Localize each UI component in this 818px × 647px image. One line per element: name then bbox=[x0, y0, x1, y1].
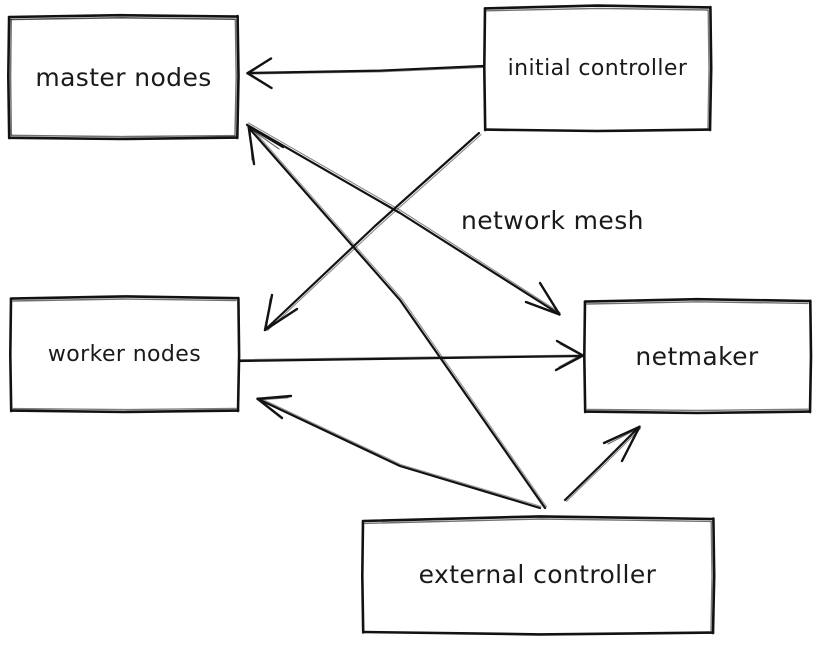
box-netmaker[interactable] bbox=[583, 297, 813, 415]
edge-initial-controller-to-master-nodes bbox=[246, 57, 485, 90]
node-netmaker[interactable]: netmaker bbox=[584, 300, 810, 412]
edge-external-controller-to-worker-nodes bbox=[256, 394, 542, 510]
node-label-initial-controller: initial controller bbox=[507, 55, 688, 81]
edge-initial-controller-to-worker-nodes bbox=[263, 131, 482, 332]
box-master-nodes[interactable] bbox=[7, 13, 240, 141]
node-label-worker-nodes: worker nodes bbox=[47, 341, 202, 367]
node-master-nodes[interactable]: master nodes bbox=[9, 16, 238, 138]
node-external-controller[interactable]: external controller bbox=[362, 516, 713, 633]
node-worker-nodes[interactable]: worker nodes bbox=[11, 297, 238, 411]
box-worker-nodes[interactable] bbox=[9, 295, 241, 414]
network-mesh-text: network mesh bbox=[461, 206, 644, 235]
node-label-external-controller: external controller bbox=[418, 560, 657, 589]
node-label-master-nodes: master nodes bbox=[35, 62, 212, 92]
edge-worker-nodes-to-netmaker bbox=[237, 339, 585, 372]
edge-external-controller-to-master-nodes bbox=[247, 125, 548, 510]
box-external-controller[interactable] bbox=[361, 515, 716, 636]
edge-label-network-mesh: network mesh bbox=[461, 206, 644, 235]
node-initial-controller[interactable]: initial controller bbox=[484, 6, 711, 130]
edge-external-controller-to-netmaker bbox=[563, 425, 641, 502]
edge-master-nodes-to-netmaker bbox=[245, 122, 561, 316]
box-initial-controller[interactable] bbox=[483, 4, 713, 133]
node-label-netmaker: netmaker bbox=[635, 341, 759, 371]
